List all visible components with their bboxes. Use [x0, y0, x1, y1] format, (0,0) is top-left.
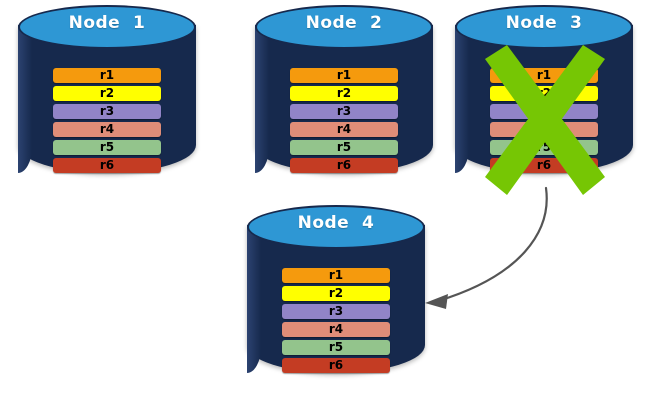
node-3-records: r1 r2 r3 r4 r5 r6 — [490, 68, 598, 173]
record-row: r4 — [290, 122, 398, 137]
record-row: r1 — [490, 68, 598, 83]
node-4[interactable]: Node 4 r1 r2 r3 r4 r5 r6 — [247, 205, 425, 387]
node-1-cylinder-top — [18, 5, 196, 49]
node-1-records: r1 r2 r3 r4 r5 r6 — [53, 68, 161, 173]
record-row: r4 — [282, 322, 390, 337]
record-row: r2 — [282, 286, 390, 301]
record-row: r6 — [290, 158, 398, 173]
record-row: r1 — [290, 68, 398, 83]
record-row: r6 — [490, 158, 598, 173]
record-row: r3 — [490, 104, 598, 119]
record-row: r3 — [53, 104, 161, 119]
node-2-label: Node 2 — [305, 13, 383, 33]
record-row: r5 — [53, 140, 161, 155]
record-row: r2 — [53, 86, 161, 101]
record-row: r3 — [282, 304, 390, 319]
node-2-records: r1 r2 r3 r4 r5 r6 — [290, 68, 398, 173]
node-2[interactable]: Node 2 r1 r2 r3 r4 r5 r6 — [255, 5, 433, 187]
record-row: r2 — [490, 86, 598, 101]
record-row: r5 — [490, 140, 598, 155]
record-row: r4 — [490, 122, 598, 137]
node-2-cylinder-top — [255, 5, 433, 49]
record-row: r4 — [53, 122, 161, 137]
record-row: r1 — [53, 68, 161, 83]
record-row: r5 — [290, 140, 398, 155]
node-3-label: Node 3 — [505, 13, 583, 33]
record-row: r1 — [282, 268, 390, 283]
record-row: r2 — [290, 86, 398, 101]
node-4-records: r1 r2 r3 r4 r5 r6 — [282, 268, 390, 373]
node-1[interactable]: Node 1 r1 r2 r3 r4 r5 r6 — [18, 5, 196, 187]
node-3[interactable]: Node 3 r1 r2 r3 r4 r5 r6 — [455, 5, 633, 195]
record-row: r3 — [290, 104, 398, 119]
node-1-label: Node 1 — [68, 13, 146, 33]
node-4-cylinder-top — [247, 205, 425, 249]
arrowhead-icon — [425, 294, 448, 309]
node-4-label: Node 4 — [297, 213, 375, 233]
record-row: r6 — [53, 158, 161, 173]
record-row: r6 — [282, 358, 390, 373]
record-row: r5 — [282, 340, 390, 355]
